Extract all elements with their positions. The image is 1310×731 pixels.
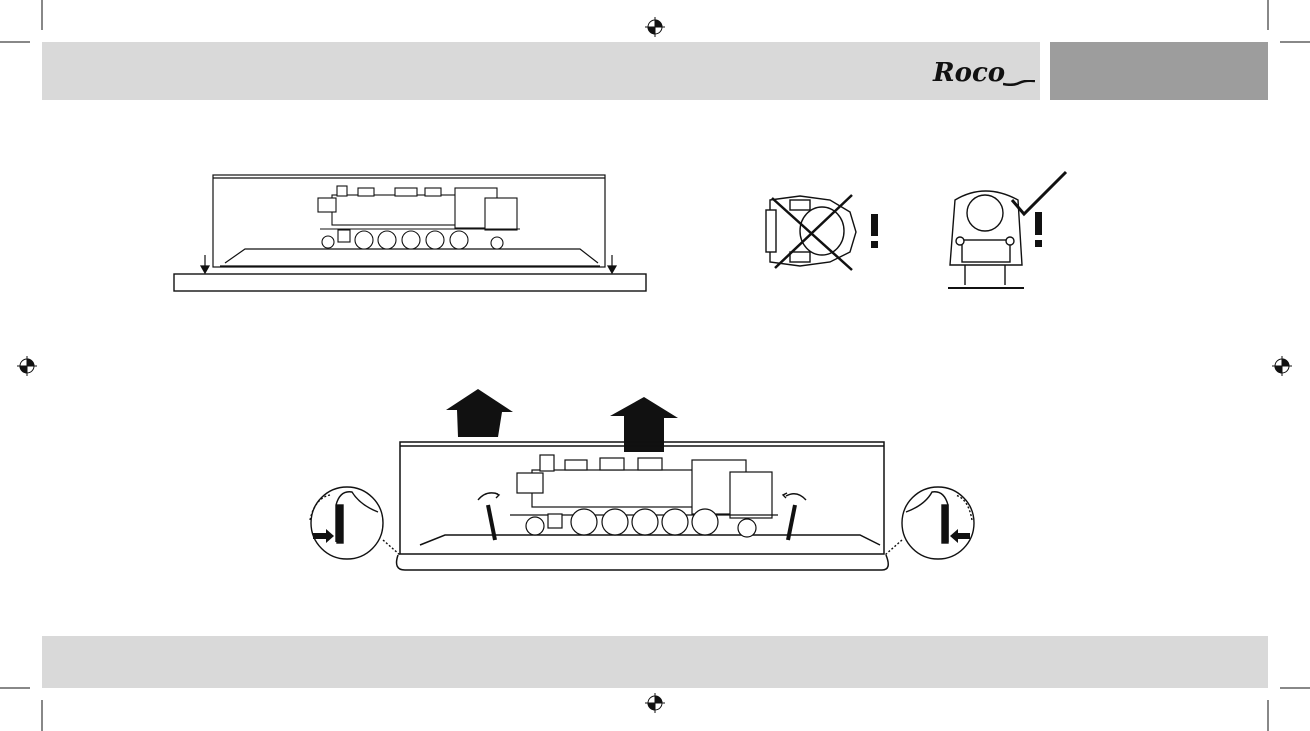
- clip-detail-right: [885, 487, 974, 559]
- lift-arrow-icon-left: [446, 389, 513, 437]
- locomotive-large: [510, 455, 778, 537]
- lift-arrow-icon-right: [610, 397, 678, 452]
- release-clip-right: [783, 493, 806, 540]
- push-arrow-icon-right: [950, 529, 970, 543]
- clip-detail-left: [310, 487, 400, 559]
- release-clip-left: [478, 493, 499, 540]
